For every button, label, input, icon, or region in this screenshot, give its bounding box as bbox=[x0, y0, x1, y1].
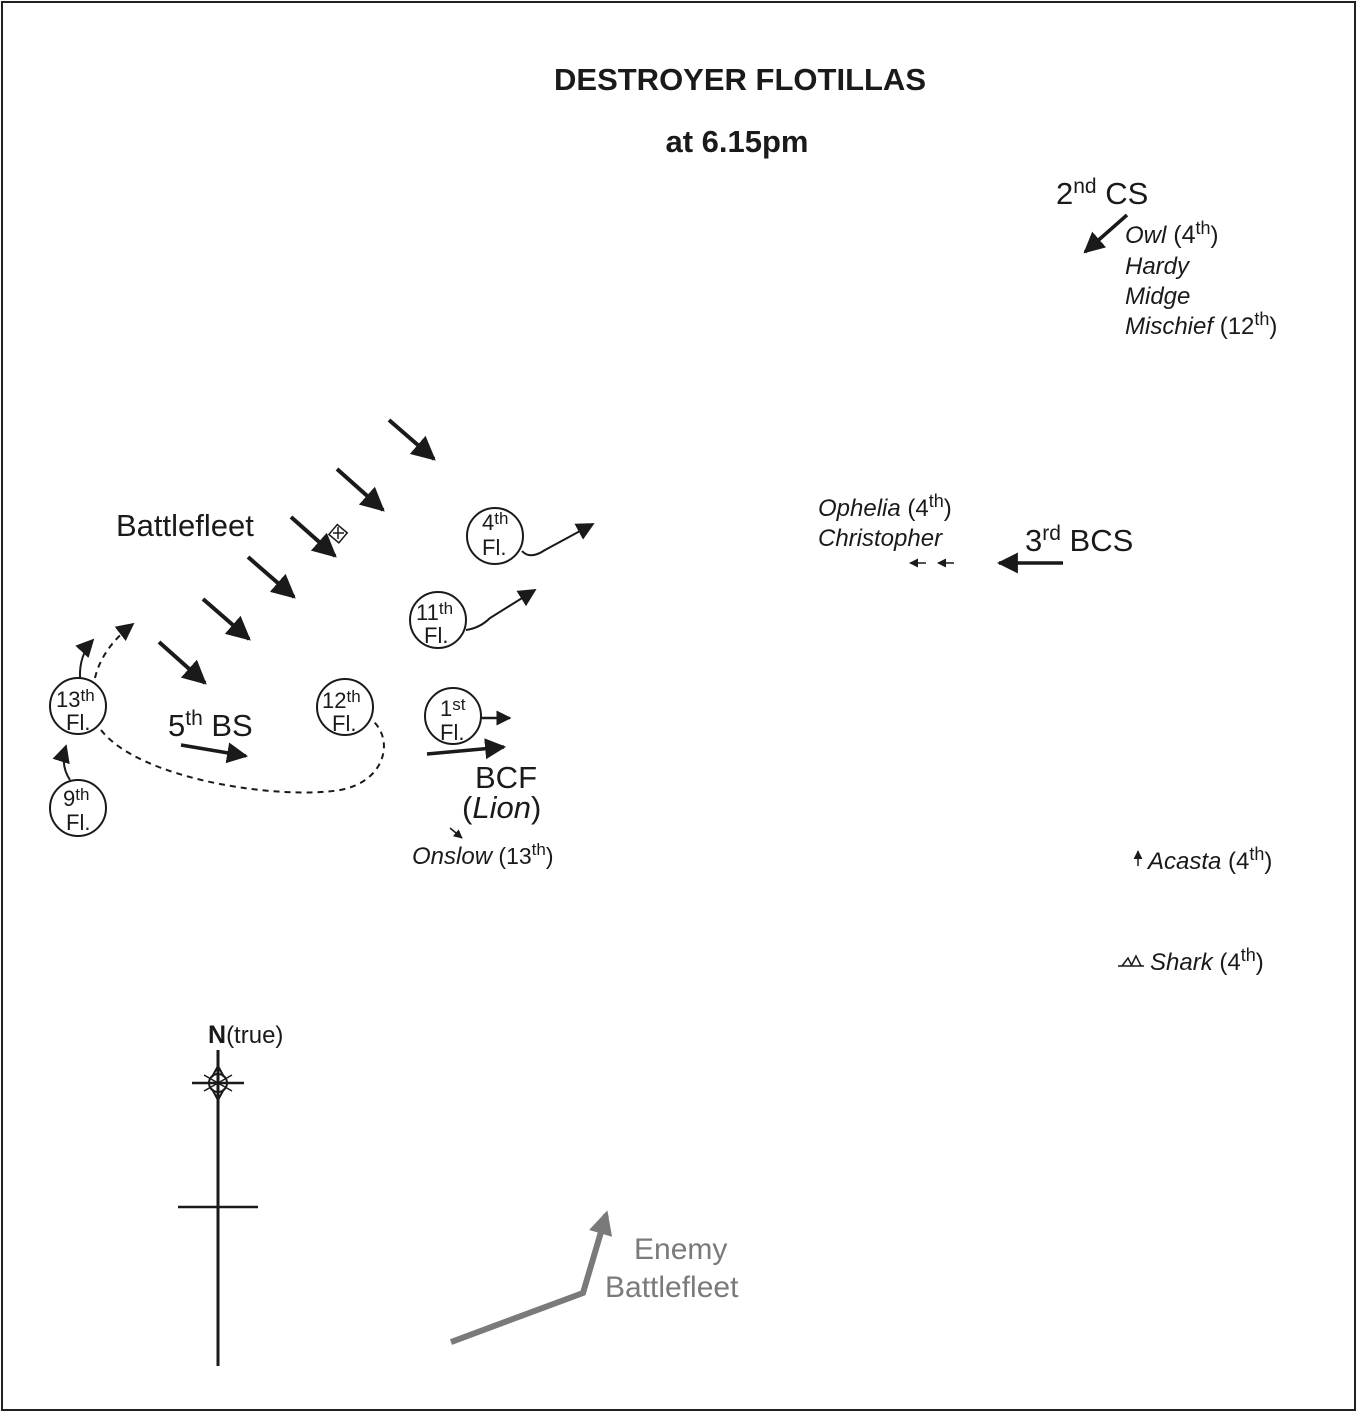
label-5th-bs: 5th BS bbox=[168, 707, 253, 743]
13th-fl-arrow bbox=[75, 638, 95, 679]
label-hardy: Hardy bbox=[1125, 253, 1191, 280]
label-acasta: Acasta (4th) bbox=[1146, 844, 1272, 875]
label-owl: Owl (4th) bbox=[1125, 218, 1219, 249]
label-christopher: Christopher bbox=[818, 525, 943, 552]
compass-label: N(true) bbox=[208, 1021, 283, 1049]
enemy-battlefleet-arrow bbox=[449, 1210, 613, 1345]
battlefleet-column-arrow bbox=[387, 418, 436, 461]
12th-13th-dashed-loop bbox=[100, 719, 385, 794]
bcf-arrow bbox=[426, 738, 507, 760]
flotilla-13th: 13th Fl. bbox=[49, 677, 107, 735]
svg-text:Fl.: Fl. bbox=[66, 710, 90, 735]
svg-text:Fl.: Fl. bbox=[440, 720, 464, 745]
label-ophelia: Ophelia (4th) bbox=[818, 491, 952, 522]
svg-text:Fl.: Fl. bbox=[424, 623, 448, 648]
flotilla-12th: 12th Fl. bbox=[316, 678, 374, 736]
battlefleet-column-arrow bbox=[201, 597, 251, 641]
svg-text:Fl.: Fl. bbox=[482, 535, 506, 560]
label-onslow: Onslow (13th) bbox=[412, 840, 554, 870]
svg-text:9th: 9th bbox=[63, 785, 89, 811]
label-3rd-bcs: 3rd BCS bbox=[1025, 522, 1133, 558]
battlefleet-columns bbox=[157, 418, 436, 685]
2nd-cs-arrow bbox=[1083, 213, 1129, 254]
label-2nd-cs: 2nd CS bbox=[1056, 175, 1148, 211]
label-bcf-lion: (Lion) bbox=[462, 790, 541, 825]
svg-text:Fl.: Fl. bbox=[332, 711, 356, 736]
9th-fl-arrow bbox=[52, 744, 71, 781]
battlefleet-column-arrow bbox=[246, 555, 296, 599]
13th-fl-dashed-track bbox=[94, 622, 135, 679]
label-enemy-line2: Battlefleet bbox=[605, 1271, 739, 1304]
battlefleet-column-arrow bbox=[335, 467, 385, 512]
diagram-title: DESTROYER FLOTILLAS bbox=[554, 62, 926, 97]
label-midge: Midge bbox=[1125, 283, 1190, 310]
4th-fl-track-arrow bbox=[521, 523, 595, 557]
battlefleet-column-arrow bbox=[157, 640, 207, 685]
5th-bs-arrow bbox=[180, 742, 249, 764]
compass-rose-icon bbox=[178, 1050, 258, 1366]
label-bcf: BCF bbox=[475, 760, 537, 795]
svg-text:11th: 11th bbox=[416, 599, 453, 625]
svg-text:1st: 1st bbox=[440, 695, 466, 721]
label-battlefleet: Battlefleet bbox=[116, 508, 254, 543]
label-mischief: Mischief (12th) bbox=[1125, 309, 1277, 340]
label-shark: Shark (4th) bbox=[1150, 945, 1264, 976]
battlefleet-column-arrow bbox=[289, 515, 337, 558]
onslow-arrow bbox=[449, 827, 463, 839]
svg-text:12th: 12th bbox=[322, 687, 361, 713]
flotilla-1st: 1st Fl. bbox=[424, 687, 482, 745]
11th-fl-track-arrow bbox=[465, 589, 537, 631]
svg-text:4th: 4th bbox=[482, 509, 508, 535]
flagship-flag-icon bbox=[327, 523, 349, 544]
diagram-subtitle: at 6.15pm bbox=[665, 124, 808, 159]
flotilla-9th: 9th Fl. bbox=[49, 779, 107, 837]
flotilla-11th: 11th Fl. bbox=[409, 591, 467, 649]
svg-text:Fl.: Fl. bbox=[66, 810, 90, 835]
flotilla-4th: 4th Fl. bbox=[466, 507, 524, 565]
label-enemy-line1: Enemy bbox=[634, 1233, 727, 1266]
sinking-ship-icon bbox=[1118, 954, 1144, 967]
svg-text:13th: 13th bbox=[56, 686, 95, 712]
